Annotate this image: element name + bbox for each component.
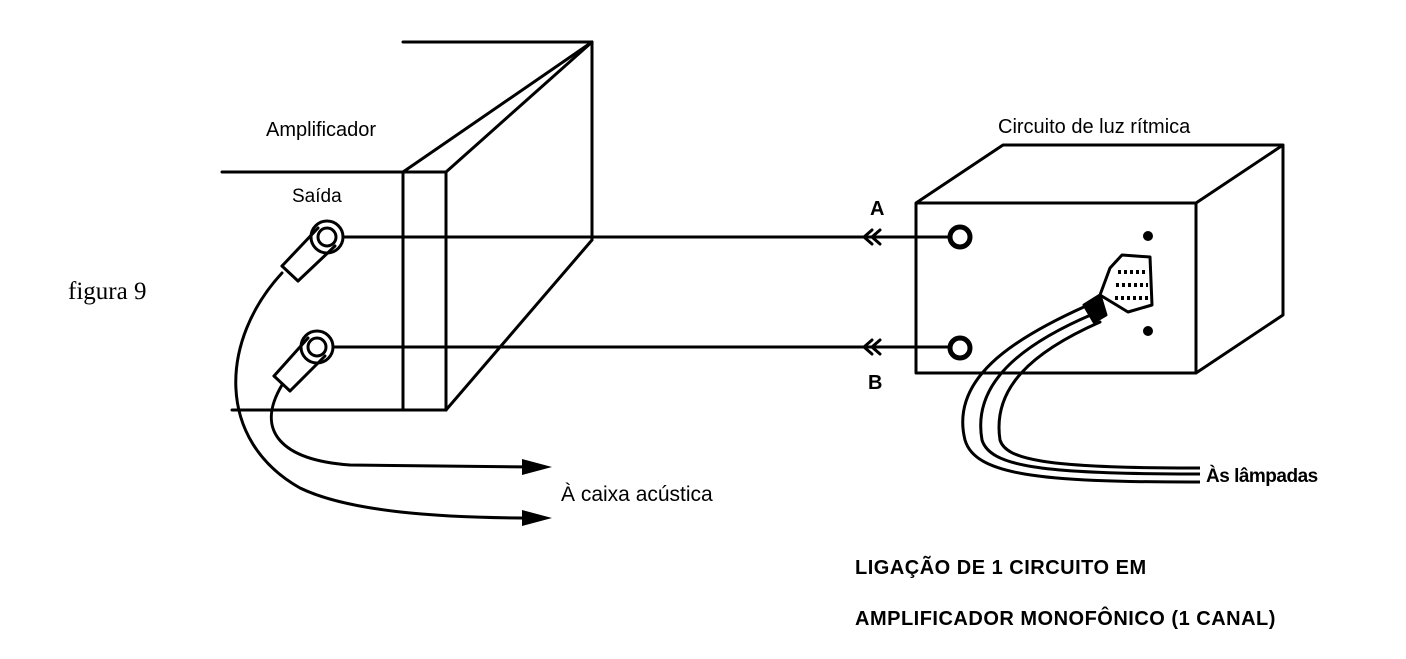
output-label: Saída: [292, 186, 342, 207]
caption-line-2: AMPLIFICADOR MONOFÔNICO (1 CANAL): [855, 608, 1276, 630]
lamp-socket: [1082, 253, 1154, 324]
speaker-destination-label: À caixa acústica: [561, 483, 713, 506]
lamp-cable-end: [1192, 466, 1200, 484]
caption-line-1: LIGAÇÃO DE 1 CIRCUITO EM: [855, 557, 1147, 579]
screw-bottom: [1143, 326, 1153, 336]
output-jack-b: [272, 329, 335, 393]
arrow-speaker-1: [522, 510, 552, 526]
amplifier-title: Amplificador: [266, 119, 377, 141]
terminal-a: [947, 224, 973, 250]
screw-top: [1143, 231, 1153, 241]
output-jack-a: [280, 219, 345, 283]
amplifier-box: [220, 40, 594, 412]
figure-label: figura 9: [68, 278, 147, 305]
arrow-speaker-2: [522, 459, 552, 475]
terminal-b: [947, 335, 973, 361]
connection-b-label: B: [868, 372, 883, 394]
connection-a-label: A: [870, 198, 885, 220]
circuit-box: [914, 143, 1285, 375]
lamps-destination-label: Às lâmpadas: [1206, 466, 1318, 487]
circuit-title: Circuito de luz rítmica: [998, 116, 1191, 138]
arrow-b-marker: [862, 338, 882, 356]
arrow-a-marker: [862, 228, 882, 246]
speaker-cable-2: [270, 383, 537, 469]
lamp-cable: [961, 304, 1194, 484]
speaker-cable-1: [234, 271, 537, 520]
